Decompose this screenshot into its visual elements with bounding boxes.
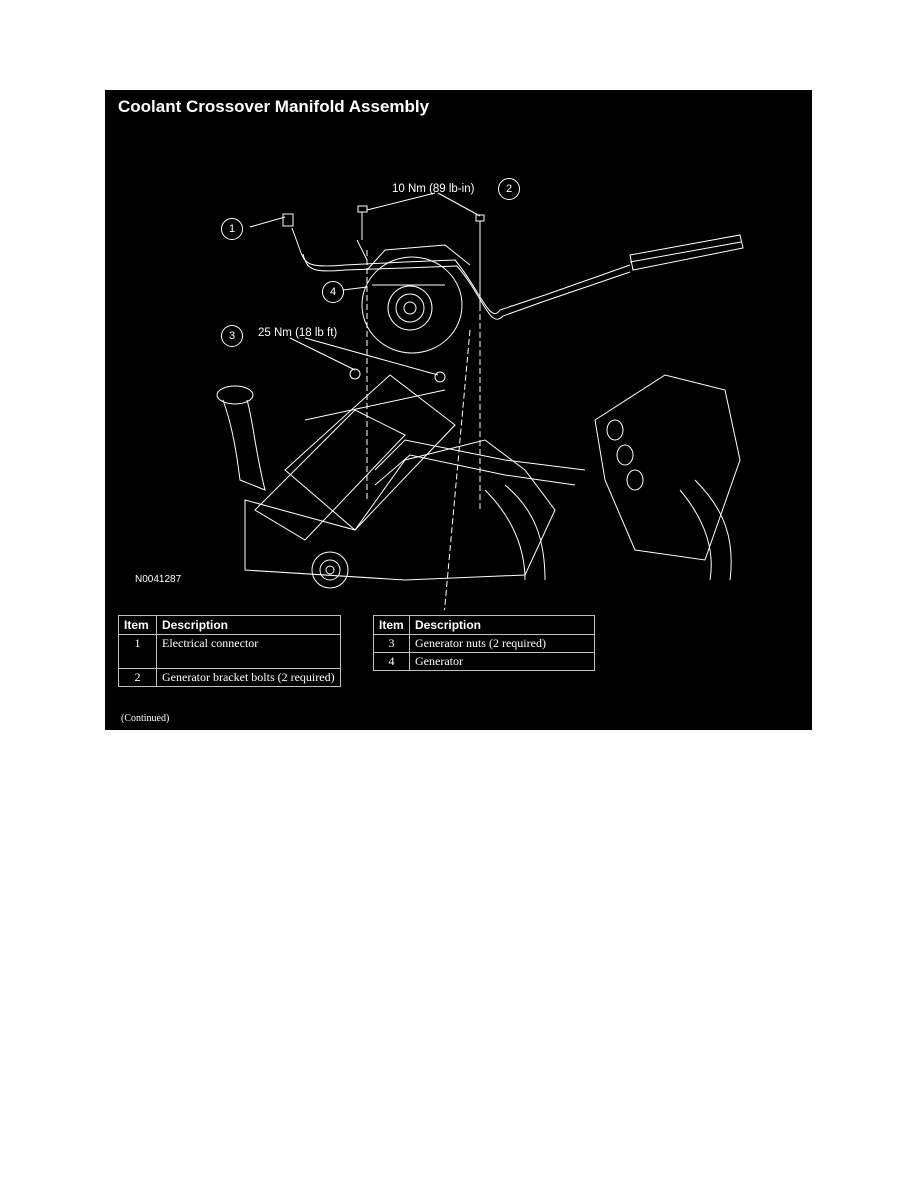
header-item: Item xyxy=(118,615,157,635)
figure-panel: Coolant Crossover Manifold Assembly xyxy=(105,90,812,730)
item-description: Generator xyxy=(409,652,595,671)
table-row: 4 Generator xyxy=(373,652,595,671)
callout-2: 2 xyxy=(498,178,520,200)
callout-3: 3 xyxy=(221,325,243,347)
header-description: Description xyxy=(409,615,595,635)
callout-4: 4 xyxy=(322,281,344,303)
item-description: Electrical connector xyxy=(156,634,341,669)
torque-spec-bracket-bolts: 10 Nm (89 lb-in) xyxy=(392,183,475,195)
item-number: 4 xyxy=(373,652,410,671)
item-description: Generator nuts (2 required) xyxy=(409,634,595,653)
item-number: 1 xyxy=(118,634,157,669)
header-item: Item xyxy=(373,615,410,635)
figure-title: Coolant Crossover Manifold Assembly xyxy=(118,97,430,116)
callout-1: 1 xyxy=(221,218,243,240)
continued-note: (Continued) xyxy=(121,713,170,724)
torque-spec-generator-nuts: 25 Nm (18 lb ft) xyxy=(258,327,338,339)
engine-illustration xyxy=(216,192,744,610)
item-number: 3 xyxy=(373,634,410,653)
table-row: 3 Generator nuts (2 required) xyxy=(373,634,595,653)
items-table-right: Item Description 3 Generator nuts (2 req… xyxy=(373,615,595,671)
table-row: 2 Generator bracket bolts (2 required) xyxy=(118,668,341,687)
header-description: Description xyxy=(156,615,341,635)
figure-id: N0041287 xyxy=(135,574,182,585)
table-row: 1 Electrical connector xyxy=(118,634,341,669)
items-table-left: Item Description 1 Electrical connector … xyxy=(118,615,341,687)
item-number: 2 xyxy=(118,668,157,687)
item-description: Generator bracket bolts (2 required) xyxy=(156,668,341,687)
